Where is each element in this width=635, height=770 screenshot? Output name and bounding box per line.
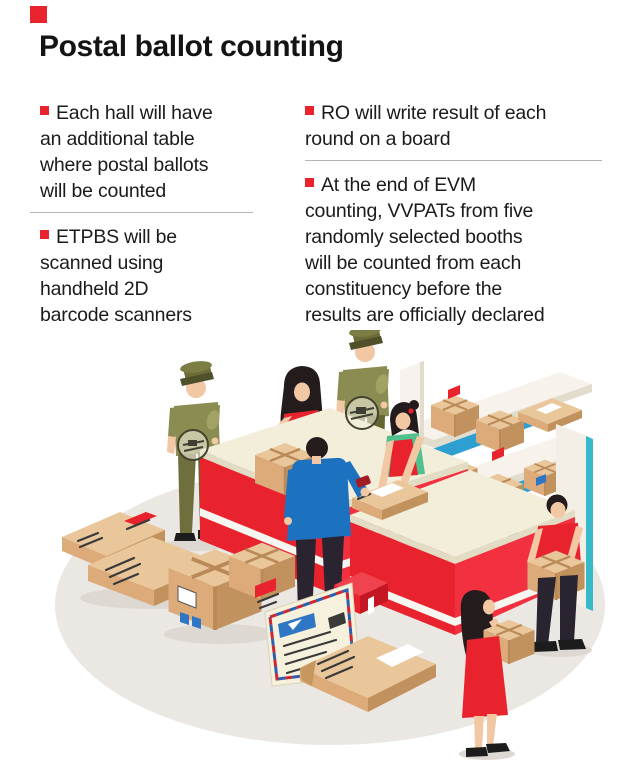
bullet-square-icon — [305, 106, 314, 115]
padded-parcel-bottom — [300, 636, 436, 712]
bullet-square-icon — [305, 178, 314, 187]
bullet-text: Each hall will have an additional table … — [40, 102, 213, 202]
loupe-callout-left — [177, 429, 209, 461]
brand-mark-square — [30, 6, 47, 23]
column-left: Each hall will have an additional table … — [30, 100, 265, 336]
red-shirt-man — [526, 494, 592, 657]
bullet-text: RO will write result of each round on a … — [305, 102, 547, 150]
teal-sari-woman — [377, 400, 425, 500]
floor-parcels-left — [62, 512, 297, 644]
bullet-item: Each hall will have an additional table … — [40, 100, 265, 204]
red-dress-woman — [459, 590, 536, 760]
bullet-text: At the end of EVM counting, VVPATs from … — [305, 174, 545, 326]
bullet-square-icon — [40, 230, 49, 239]
bullet-item: ETPBS will be scanned using handheld 2D … — [40, 224, 265, 328]
bullet-item: RO will write result of each round on a … — [305, 100, 605, 152]
bullet-columns: Each hall will have an additional table … — [30, 100, 605, 336]
loupe-callout-center — [345, 396, 379, 430]
divider-line — [30, 212, 253, 213]
parcel-being-scanned — [352, 480, 428, 520]
divider-line — [305, 160, 602, 161]
bullet-text: ETPBS will be scanned using handheld 2D … — [40, 226, 192, 326]
bullet-square-icon — [40, 106, 49, 115]
bullet-item: At the end of EVM counting, VVPATs from … — [305, 172, 605, 328]
column-right: RO will write result of each round on a … — [305, 100, 605, 336]
page-title: Postal ballot counting — [39, 30, 344, 63]
postal-counting-illustration — [55, 330, 605, 760]
